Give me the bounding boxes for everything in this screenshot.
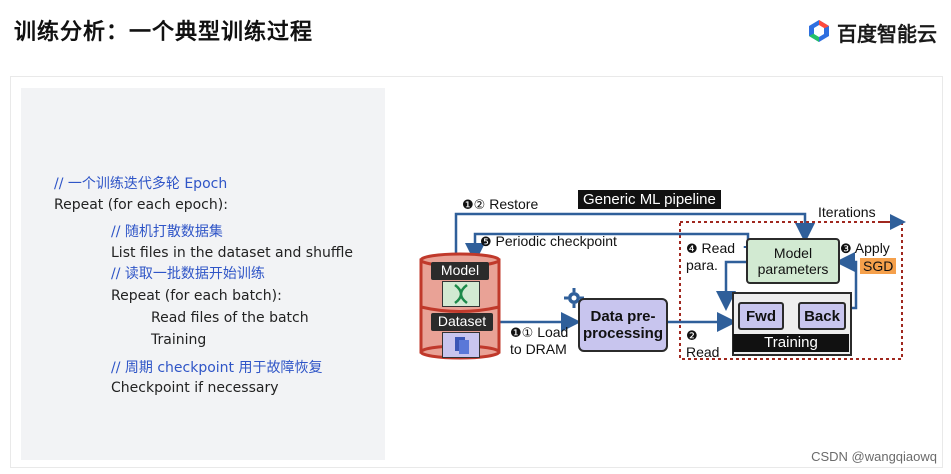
code-panel: // 一个训练迭代多轮 Epoch Repeat (for each epoch… [21, 88, 385, 460]
code-comment: // 随机打散数据集 [111, 224, 223, 240]
code-comment: // 一个训练迭代多轮 Epoch [54, 176, 228, 192]
brand-name: 百度智能云 [837, 22, 937, 46]
code-comment: // 读取一批数据开始训练 [111, 266, 265, 282]
code-comment: // 周期 checkpoint 用于故障恢复 [111, 360, 323, 376]
brand: 百度智能云 [807, 18, 937, 47]
code-line: Read files of the batch [151, 310, 309, 326]
code-line: Repeat (for each batch): [111, 288, 282, 304]
code-line: Repeat (for each epoch): [54, 197, 228, 213]
code-line: Training [151, 332, 207, 348]
watermark: CSDN @wangqiaowq [811, 449, 937, 464]
code-line: List files in the dataset and shuffle [111, 245, 353, 261]
code-line: Checkpoint if necessary [111, 380, 279, 396]
page-title: 训练分析：一个典型训练过程 [14, 20, 314, 45]
baidu-cloud-logo-icon [807, 19, 831, 47]
